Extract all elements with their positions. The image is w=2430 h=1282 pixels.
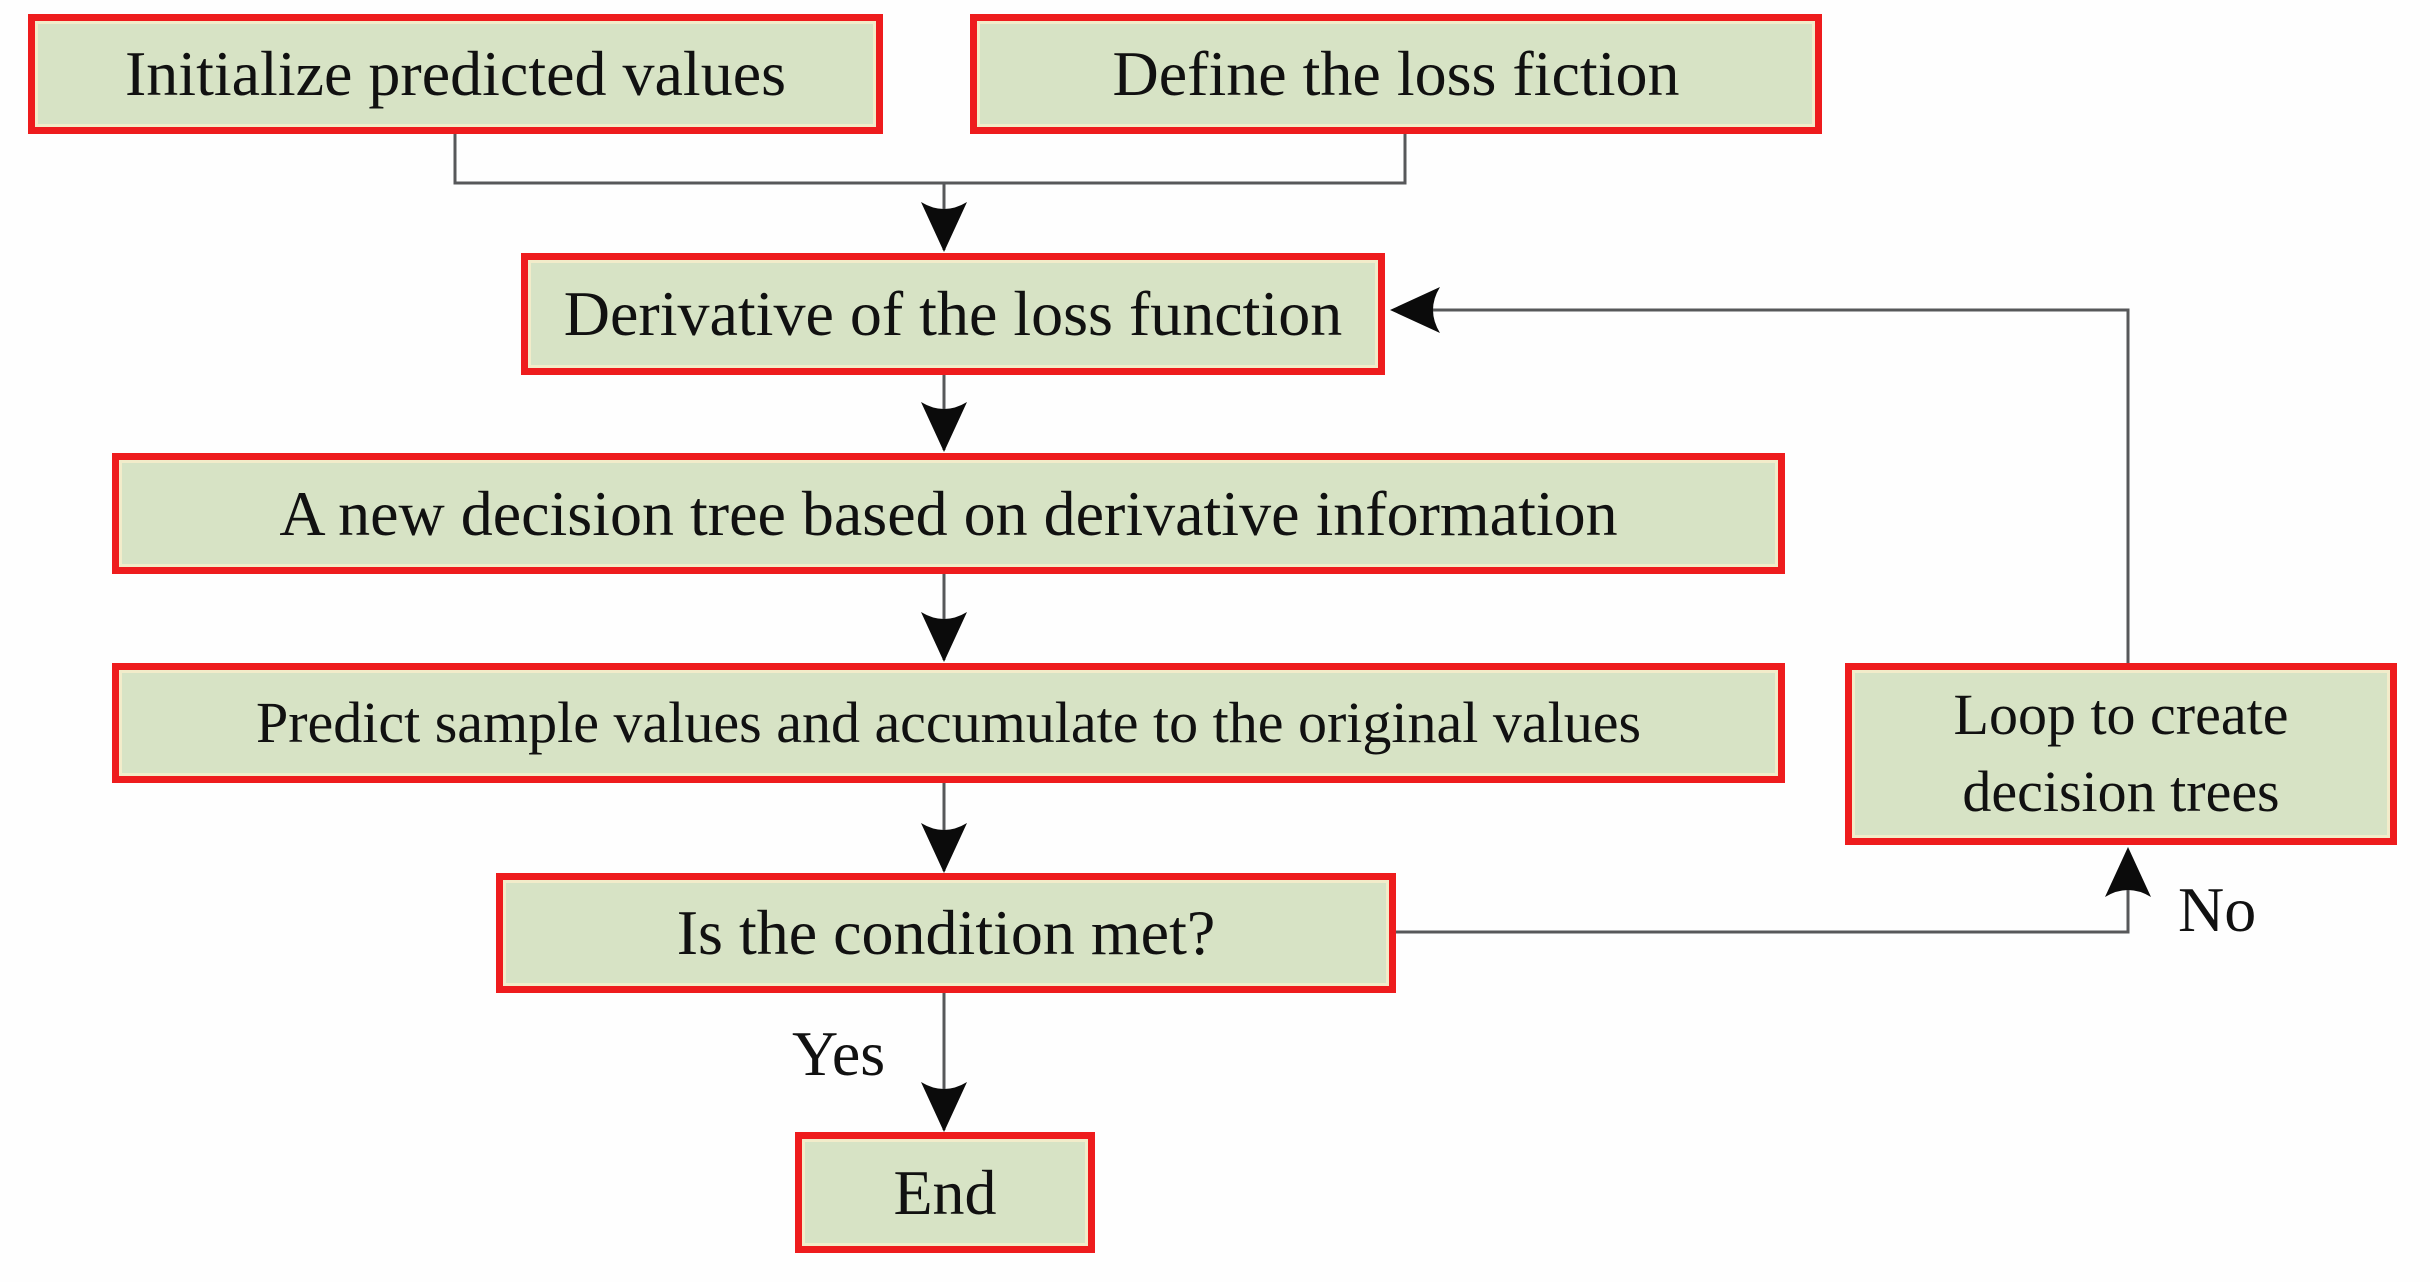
node-label: Predict sample values and accumulate to … [255,689,1642,755]
edge-loop-to-derivative [1394,308,2130,663]
node-predict-sample-values: Predict sample values and accumulate to … [112,663,1785,783]
node-label: Define the loss fiction [1112,38,1680,110]
node-label: Initialize predicted values [124,38,787,110]
node-loop-create-decision-trees: Loop to create decision trees [1845,663,2397,845]
arrowhead-down-condition [921,823,967,873]
arrowhead-down-tree [921,402,967,452]
node-condition-check: Is the condition met? [496,873,1396,993]
node-define-loss-function: Define the loss fiction [970,14,1822,134]
arrowhead-down-derivative [921,202,967,252]
node-initialize-predicted-values: Initialize predicted values [28,14,883,134]
node-derivative-of-loss-function: Derivative of the loss function [521,253,1385,375]
node-label: Loop to create decision trees [1953,682,2289,824]
arrowhead-down-predict [921,612,967,662]
node-end: End [795,1132,1095,1253]
edge-condition-to-loop [1396,851,2130,934]
arrowhead-left-derivative [1390,287,1440,333]
node-label: Derivative of the loss function [563,278,1343,350]
node-new-decision-tree: A new decision tree based on derivative … [112,453,1785,574]
node-label: End [893,1156,997,1228]
arrowhead-down-end [921,1082,967,1132]
edge-label-no: No [2178,874,2257,945]
edge-label-yes: Yes [792,1018,886,1089]
arrowhead-up-loop [2105,847,2151,897]
node-label: A new decision tree based on derivative … [279,477,1618,549]
edge-init-define-merge [453,134,1407,185]
node-label: Is the condition met? [676,897,1216,969]
